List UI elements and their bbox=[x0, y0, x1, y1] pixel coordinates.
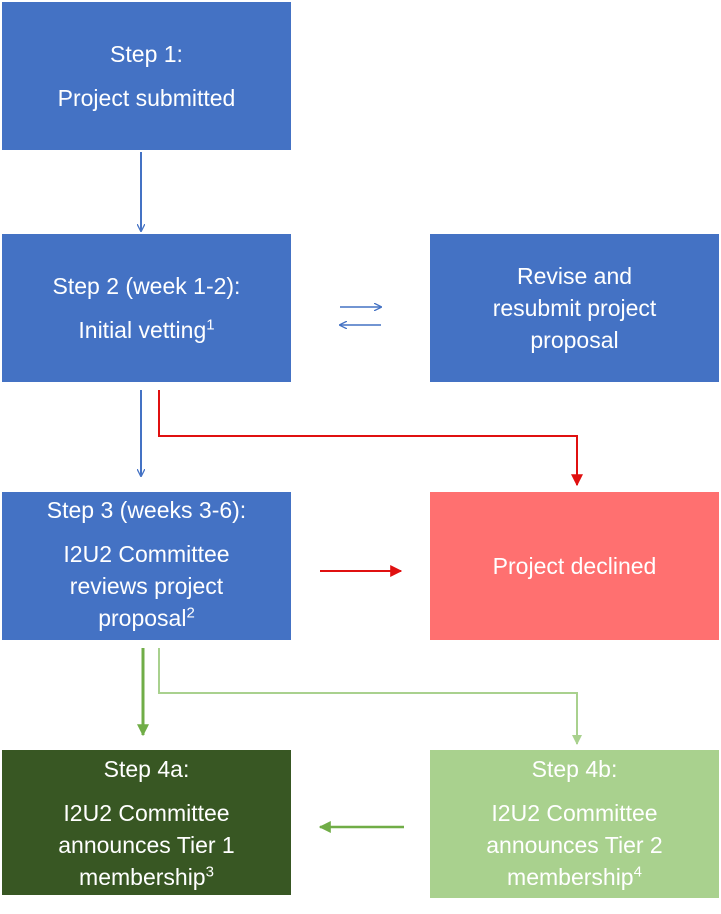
step-1-box: Step 1: Project submitted bbox=[2, 2, 291, 150]
step-4b-line-3: membership bbox=[507, 864, 634, 890]
step-2-body: Initial vetting bbox=[78, 317, 207, 343]
step-3-line-3: proposal bbox=[98, 605, 187, 631]
declined-label: Project declined bbox=[492, 553, 657, 579]
arrow-step3-to-step4b bbox=[158, 648, 582, 745]
step-3-box: Step 3 (weeks 3-6): I2U2 Committee revie… bbox=[2, 492, 291, 640]
step-4a-line-2: announces Tier 1 bbox=[58, 832, 235, 858]
step-3-line-3-wrap: proposal2 bbox=[98, 602, 195, 634]
arrow-step2-to-declined bbox=[158, 390, 583, 487]
step-4a-footnote: 3 bbox=[205, 863, 214, 881]
step-4b-line-3-wrap: membership4 bbox=[507, 861, 642, 893]
step-4a-line-3-wrap: membership3 bbox=[79, 861, 214, 893]
revise-line-3: proposal bbox=[530, 327, 619, 353]
step-1-body: Project submitted bbox=[57, 85, 236, 111]
revise-box: Revise and resubmit project proposal bbox=[430, 234, 719, 382]
step-4a-line-1: I2U2 Committee bbox=[63, 800, 230, 826]
step-3-line-1: I2U2 Committee bbox=[63, 541, 230, 567]
step-4b-line-2: announces Tier 2 bbox=[486, 832, 663, 858]
step-3-footnote: 2 bbox=[186, 604, 195, 622]
revise-line-2: resubmit project bbox=[492, 295, 657, 321]
step-4b-footnote: 4 bbox=[633, 863, 642, 881]
step-2-body-line: Initial vetting1 bbox=[78, 314, 214, 346]
step-4b-line-1: I2U2 Committee bbox=[491, 800, 658, 826]
step-4a-line-3: membership bbox=[79, 864, 206, 890]
declined-box: Project declined bbox=[430, 492, 719, 640]
step-3-line-2: reviews project bbox=[69, 573, 224, 599]
step-3-title: Step 3 (weeks 3-6): bbox=[46, 497, 247, 523]
step-4b-box: Step 4b: I2U2 Committee announces Tier 2… bbox=[430, 750, 719, 898]
step-4a-box: Step 4a: I2U2 Committee announces Tier 1… bbox=[2, 750, 291, 895]
step-1-title: Step 1: bbox=[110, 41, 183, 67]
step-4a-title: Step 4a: bbox=[103, 756, 190, 782]
step-2-box: Step 2 (week 1-2): Initial vetting1 bbox=[2, 234, 291, 382]
step-2-title: Step 2 (week 1-2): bbox=[52, 273, 241, 299]
step-2-footnote: 1 bbox=[206, 316, 215, 334]
revise-line-1: Revise and bbox=[516, 263, 633, 289]
step-4b-title: Step 4b: bbox=[531, 756, 618, 782]
